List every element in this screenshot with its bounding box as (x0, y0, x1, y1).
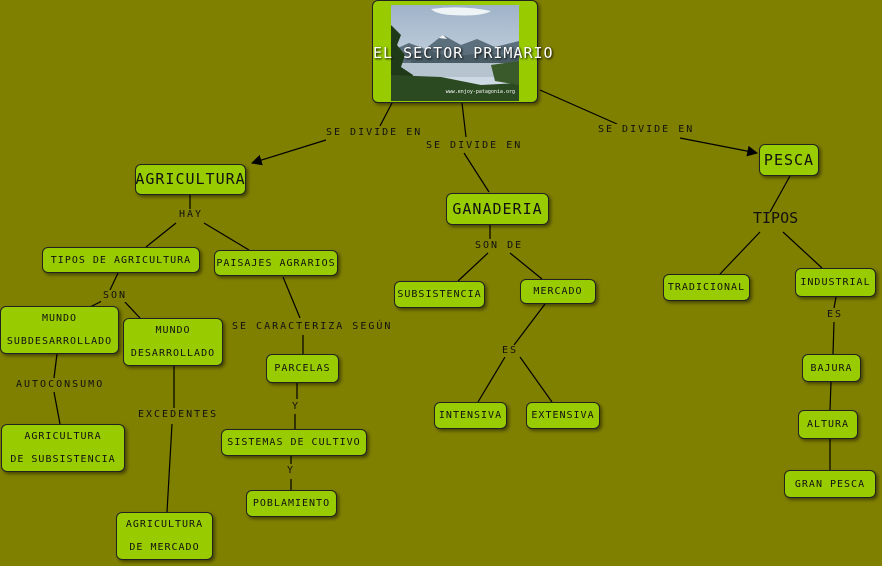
node-intensiva[interactable]: intensiva (434, 402, 507, 429)
label-tipos: TIPOS (753, 209, 799, 227)
root-node[interactable]: EL SECTOR PRIMARIO www.enjoy-patagonia.o… (372, 0, 554, 103)
photo-credit: www.enjoy-patagonia.org (445, 89, 515, 95)
node-paisajes-agrarios[interactable]: paisajes agrarios (214, 250, 338, 276)
node-gran-pesca[interactable]: gran pesca (784, 470, 876, 498)
node-text-line: de subsistencia (10, 454, 116, 465)
node-text-line: mundo (155, 325, 191, 336)
label-se-divide-en-3: se divide en (596, 124, 697, 136)
node-bajura[interactable]: bajura (802, 354, 861, 382)
node-text-line: agricultura (125, 519, 204, 530)
node-tipos-agricultura[interactable]: tipos de agricultura (42, 247, 200, 273)
label-se-caracteriza-segun: se caracteriza según (230, 321, 395, 333)
label-es-2: es (825, 309, 846, 321)
label-se-divide-en-2: se divide en (424, 140, 525, 152)
node-text-line: subdesarrollado (6, 336, 113, 347)
node-mundo-desarrollado[interactable]: mundo desarrollado (123, 318, 223, 366)
node-pesca[interactable]: PESCA (759, 144, 819, 176)
node-text-line: de mercado (129, 542, 200, 553)
node-tradicional[interactable]: tradicional (663, 274, 750, 301)
landscape-photo (391, 5, 519, 101)
node-mundo-subdesarrollado[interactable]: mundo subdesarrollado (0, 306, 119, 354)
label-es-1: es (500, 345, 521, 357)
node-extensiva[interactable]: extensiva (526, 402, 600, 429)
label-y-1: y (290, 401, 303, 413)
label-excedentes: excedentes (136, 409, 221, 421)
label-y-2: y (285, 465, 298, 477)
node-parcelas[interactable]: parcelas (266, 354, 339, 383)
node-industrial[interactable]: industrial (795, 268, 876, 297)
node-mercado[interactable]: mercado (520, 279, 596, 304)
label-son: son (101, 290, 130, 302)
node-agricultura-mercado[interactable]: agricultura de mercado (116, 512, 213, 560)
node-subsistencia[interactable]: subsistencia (394, 281, 485, 308)
node-sistemas-cultivo[interactable]: sistemas de cultivo (221, 429, 367, 456)
label-se-divide-en-1: se divide en (324, 127, 425, 139)
label-son-de: son de (473, 240, 526, 252)
label-hay: hay (177, 209, 206, 221)
node-text-line: mundo (41, 313, 78, 324)
node-ganaderia[interactable]: GANADERIA (446, 193, 549, 225)
root-title: EL SECTOR PRIMARIO (373, 44, 554, 62)
node-text-line: desarrollado (130, 348, 216, 359)
node-agricultura-subsistencia[interactable]: agricultura de subsistencia (1, 424, 125, 472)
node-text-line: agricultura (24, 431, 102, 442)
node-poblamiento[interactable]: poblamiento (246, 490, 337, 517)
label-autoconsumo: autoconsumo (14, 379, 107, 391)
node-agricultura[interactable]: AGRICULTURA (135, 164, 246, 195)
node-altura[interactable]: altura (798, 410, 858, 439)
